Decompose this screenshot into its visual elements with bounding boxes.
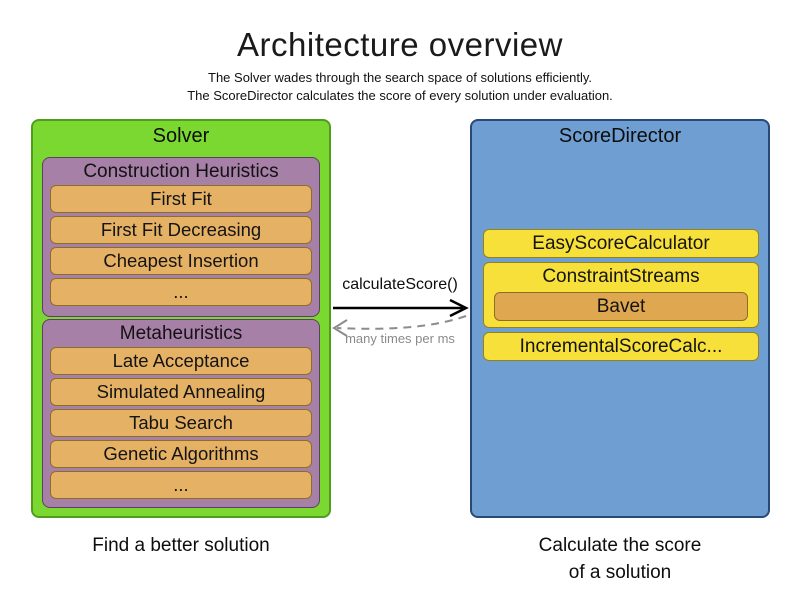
page-title: Architecture overview — [237, 26, 563, 63]
metaheuristics-title: Metaheuristics — [119, 323, 243, 344]
algorithm-ellipsis: ... — [50, 278, 312, 306]
algorithm-simulated-annealing: Simulated Annealing — [50, 378, 312, 406]
feedback-dashed-arrow-line — [336, 315, 467, 330]
algorithm-ellipsis: ... — [50, 471, 312, 499]
score-director-caption: Calculate the score of a solution — [470, 532, 770, 586]
calculator-easy-score: EasyScoreCalculator — [483, 229, 759, 258]
subtitle-line-1: The Solver wades through the search spac… — [208, 70, 592, 85]
metaheuristics-section: Metaheuristics Late Acceptance Simulated… — [42, 319, 320, 508]
score-director-caption-line-1: Calculate the score — [538, 535, 702, 556]
algorithm-cheapest-insertion: Cheapest Insertion — [50, 247, 312, 275]
algorithm-first-fit: First Fit — [50, 185, 312, 213]
calculate-score-label: calculateScore() — [342, 276, 458, 293]
calculator-stack: EasyScoreCalculator ConstraintStreams Ba… — [483, 229, 759, 365]
score-director-title: ScoreDirector — [558, 125, 682, 147]
solver-caption: Find a better solution — [92, 535, 270, 556]
many-times-per-ms-label: many times per ms — [345, 331, 455, 346]
algorithm-first-fit-decreasing: First Fit Decreasing — [50, 216, 312, 244]
calculator-incremental-score: IncrementalScoreCalc... — [483, 332, 759, 361]
algorithm-genetic-algorithms: Genetic Algorithms — [50, 440, 312, 468]
score-director-box: ScoreDirector EasyScoreCalculator Constr… — [470, 119, 770, 518]
calculate-score-arrowhead-icon — [449, 298, 469, 318]
constraint-streams-title: ConstraintStreams — [542, 266, 700, 287]
construction-heuristics-section: Construction Heuristics First Fit First … — [42, 157, 320, 317]
construction-heuristics-title: Construction Heuristics — [83, 161, 279, 182]
score-director-caption-line-2: of a solution — [568, 562, 672, 583]
algorithm-tabu-search: Tabu Search — [50, 409, 312, 437]
solver-title: Solver — [152, 125, 210, 147]
constraint-streams-impl-bavet: Bavet — [494, 292, 748, 321]
algorithm-late-acceptance: Late Acceptance — [50, 347, 312, 375]
subtitle-line-2: The ScoreDirector calculates the score o… — [187, 88, 613, 103]
solver-box: Solver Construction Heuristics First Fit… — [31, 119, 331, 518]
calculator-constraint-streams: ConstraintStreams Bavet — [483, 262, 759, 328]
